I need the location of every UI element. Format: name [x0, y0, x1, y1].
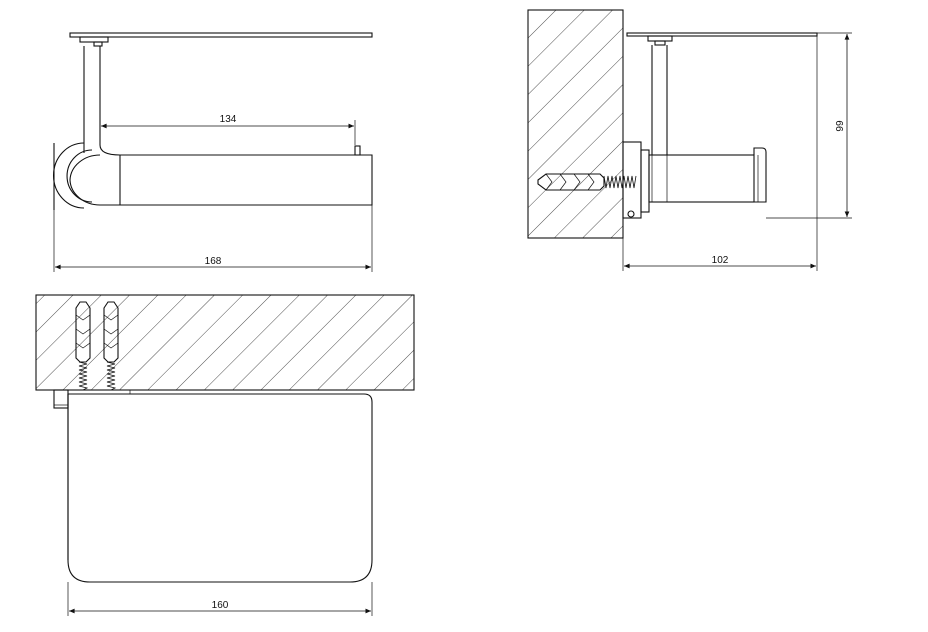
dim-label-168: 168	[205, 256, 222, 267]
dim-label-102: 102	[712, 255, 729, 266]
side-view: 102 99	[527, 9, 852, 271]
front-mount-cap	[79, 36, 109, 43]
top-wall-section	[35, 294, 415, 391]
dim-label-160: 160	[212, 600, 229, 611]
dim-label-134: 134	[220, 114, 237, 125]
front-shelf-plate	[69, 32, 373, 38]
side-end-hook	[753, 147, 767, 203]
top-shelf-tray	[67, 393, 373, 583]
front-end-stop	[354, 145, 361, 156]
front-roll-arm	[69, 144, 373, 206]
side-wall-anchor	[537, 173, 637, 191]
dim-label-99: 99	[835, 120, 846, 132]
top-view: 160	[35, 294, 415, 616]
side-wall-plate	[622, 141, 642, 219]
top-wall-anchor-right	[103, 301, 119, 391]
front-view: 134 168	[52, 32, 373, 272]
side-wall-section	[527, 9, 624, 239]
top-wall-anchor-left	[75, 301, 91, 391]
